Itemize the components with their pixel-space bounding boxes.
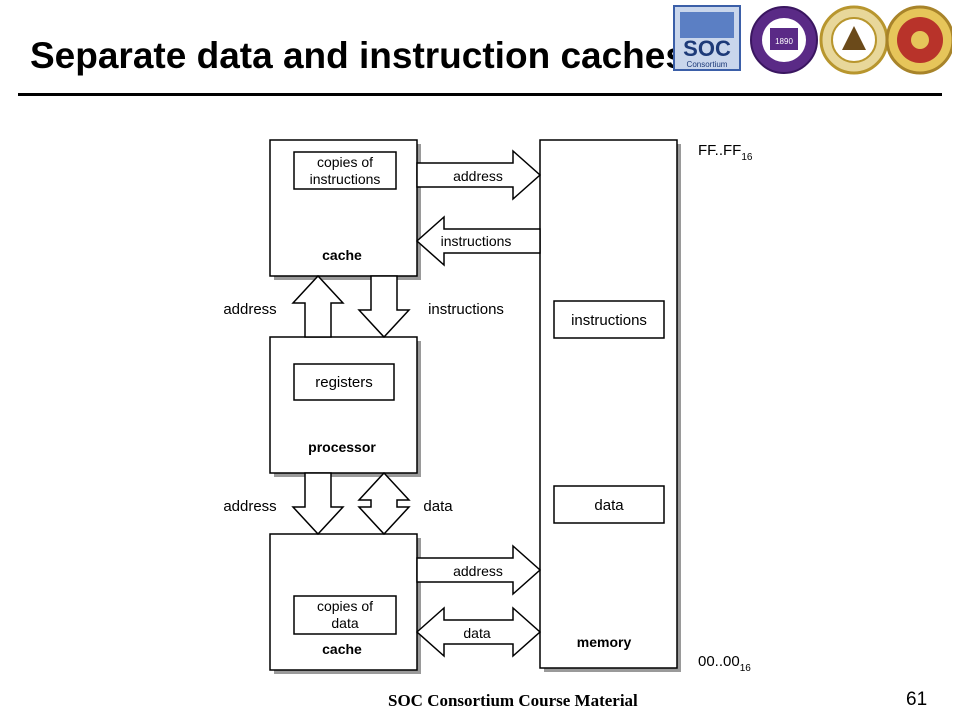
icache-to-memory-address-arrow bbox=[416, 149, 542, 201]
icache-to-processor-instructions-label: instructions bbox=[428, 301, 504, 318]
university-seal-red bbox=[885, 5, 952, 75]
soc-consortium-logo: SOC Consortium bbox=[673, 5, 741, 71]
seal-year-text: 1890 bbox=[775, 37, 793, 46]
memory-to-icache-instructions-label: instructions bbox=[441, 233, 512, 249]
processor-dcache-data-label: data bbox=[423, 498, 453, 515]
address-top-base: FF..FF bbox=[698, 142, 741, 159]
title-rule bbox=[18, 93, 942, 96]
memory-block: instructions data memory bbox=[539, 139, 681, 672]
icache-to-processor-instructions-arrow bbox=[357, 275, 411, 339]
processor-to-dcache-address-arrow bbox=[291, 472, 345, 536]
memory-instructions-label: instructions bbox=[571, 312, 647, 329]
registers-box bbox=[293, 363, 395, 401]
dcache-to-memory-address-arrow bbox=[416, 544, 542, 596]
icache-copies-line2: instructions bbox=[310, 171, 381, 187]
footer-course-material: SOC Consortium Course Material bbox=[388, 691, 638, 710]
dcache-label: cache bbox=[322, 641, 362, 657]
address-bottom-base: 00..00 bbox=[698, 653, 740, 670]
processor-to-icache-address-label: address bbox=[223, 301, 276, 318]
icache-label: cache bbox=[322, 247, 362, 263]
memory-data-label: data bbox=[594, 497, 624, 514]
address-bottom-label: 00..0016 bbox=[698, 653, 751, 674]
processor-label: processor bbox=[308, 439, 376, 455]
page-number: 61 bbox=[906, 689, 928, 710]
memory-data-box bbox=[553, 485, 665, 524]
processor-block: registers processor bbox=[269, 336, 421, 477]
dcache-to-memory-address-label: address bbox=[453, 563, 503, 579]
icache-to-memory-address-label: address bbox=[453, 168, 503, 184]
address-top-subscript: 16 bbox=[741, 152, 753, 163]
university-seal-gold bbox=[819, 5, 889, 75]
slide-title: Separate data and instruction caches bbox=[30, 35, 686, 76]
instruction-cache-block: copies of instructions cache bbox=[269, 139, 421, 280]
dcache-copies-line2: data bbox=[331, 615, 358, 631]
memory-instructions-box bbox=[553, 300, 665, 339]
soc-logo-text: SOC bbox=[683, 36, 731, 61]
memory-to-icache-instructions-arrow bbox=[415, 215, 541, 267]
memory-label: memory bbox=[577, 634, 632, 650]
svg-text:FF..FF16: FF..FF16 bbox=[698, 142, 753, 163]
logo-strip: SOC Consortium 1890 bbox=[673, 5, 952, 75]
dcache-memory-data-bidir-arrow bbox=[415, 606, 542, 658]
processor-to-icache-address-arrow bbox=[291, 274, 345, 338]
address-top-label: FF..FF16 bbox=[698, 142, 753, 163]
soc-logo-subtext: Consortium bbox=[687, 60, 728, 69]
dcache-memory-data-label: data bbox=[463, 625, 490, 641]
address-bottom-subscript: 16 bbox=[740, 663, 752, 674]
data-cache-block: copies of data cache bbox=[269, 533, 421, 674]
icache-copies-box bbox=[293, 151, 397, 190]
icache-copies-line1: copies of bbox=[317, 154, 373, 170]
processor-dcache-data-bidir-arrow bbox=[357, 471, 411, 536]
dcache-copies-box bbox=[293, 595, 397, 635]
registers-label: registers bbox=[315, 374, 373, 391]
university-seal-purple: 1890 bbox=[750, 6, 818, 74]
dcache-copies-line1: copies of bbox=[317, 598, 373, 614]
processor-to-dcache-address-label: address bbox=[223, 498, 276, 515]
svg-text:00..0016: 00..0016 bbox=[698, 653, 751, 674]
